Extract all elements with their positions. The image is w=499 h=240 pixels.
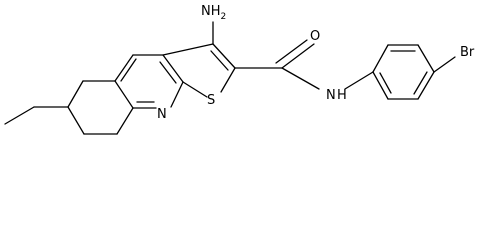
bond-c3-c2 <box>212 43 236 69</box>
bond-c6-c7 <box>67 106 85 135</box>
bond-c4a-c8a <box>114 80 134 109</box>
atom-label-amide-n: N <box>326 88 336 103</box>
atom-label-nh2-subscript: 2 <box>221 12 227 22</box>
bond-c3a-c9a-double <box>159 61 177 84</box>
bond-c4a-c4 <box>114 54 134 82</box>
bond-c3a-c9a <box>162 54 184 83</box>
bond-ph3-ph4 <box>417 44 435 73</box>
bond-ph4-br <box>433 56 456 73</box>
bond-ph6-ph1-double <box>379 72 392 94</box>
bond-ph6-ph1 <box>372 71 389 100</box>
atom-label-nh2: NH2 <box>201 4 226 22</box>
atom-label-oxygen: O <box>310 29 320 44</box>
bond-c8-c8a <box>116 107 134 135</box>
bond-c3-c2-double <box>210 50 229 71</box>
bond-s-c9a <box>182 81 208 98</box>
bond-carbonyl-o <box>281 43 315 69</box>
atom-label-ring-n: N <box>157 107 167 122</box>
bond-carbonyl-o-double <box>275 39 308 64</box>
bond-layer <box>4 21 456 135</box>
bond-ph1-ph2 <box>372 44 389 73</box>
bond-ethyl-ch3 <box>4 106 35 125</box>
atom-label-bromine: Br <box>460 45 475 60</box>
atom-label-sulfur: S <box>207 93 215 108</box>
bond-ph4-ph5 <box>417 71 435 100</box>
molecule-svg: NH2 O N H Br S N <box>4 4 475 135</box>
bond-c3a-c3 <box>162 43 214 56</box>
bond-nh-phenyl <box>344 71 374 90</box>
structure-diagram: NH2 O N H Br S N <box>4 4 475 135</box>
bond-ph4-ph5-double <box>413 71 428 95</box>
bond-c2-s <box>220 67 236 93</box>
bond-carbonyl-n <box>281 67 320 90</box>
atom-labels: NH2 O N H Br S N <box>157 4 475 122</box>
bond-c4a-c4-double <box>120 58 137 82</box>
bond-c9a-n <box>170 81 184 108</box>
bond-c6-c5 <box>67 80 84 108</box>
atom-label-amide-h: H <box>337 88 347 103</box>
